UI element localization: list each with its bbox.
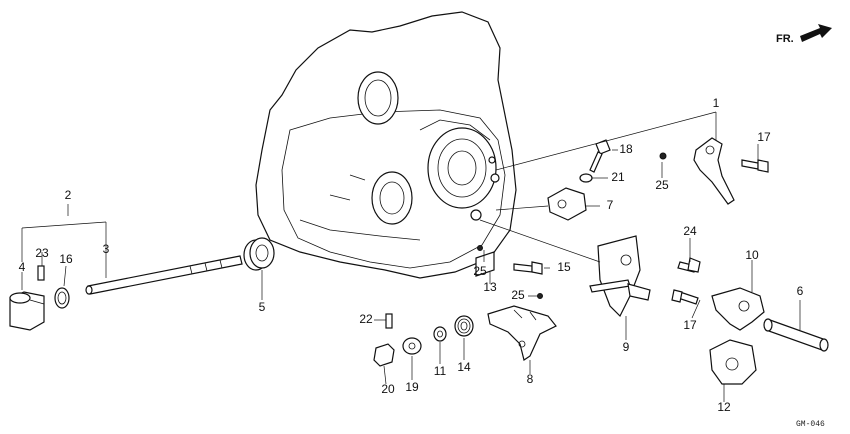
- part-14-spring: [454, 315, 474, 337]
- part-9-guide-plate: [589, 235, 651, 318]
- callout-part-16: 16: [59, 252, 73, 266]
- part-25-ball-b: [477, 245, 483, 251]
- callout-part-19: 19: [405, 380, 419, 394]
- callout-part-8: 8: [527, 372, 534, 386]
- callout-part-10: 10: [745, 248, 759, 262]
- callout-part-18: 18: [619, 142, 633, 156]
- part-7-interlock-bracket: [547, 187, 587, 221]
- part-5-oil-seal: [243, 237, 275, 271]
- callout-part-3: 3: [103, 242, 110, 256]
- part-25-ball-a: [659, 152, 667, 160]
- callout-part-22: 22: [359, 312, 373, 326]
- callout-part-25c: 25: [511, 288, 525, 302]
- callout-part-15: 15: [557, 260, 571, 274]
- part-18-bolt: [589, 139, 611, 173]
- part-13-spring: [475, 251, 495, 277]
- part-24-bolt: [677, 257, 701, 273]
- callout-part-25b: 25: [473, 264, 487, 278]
- part-11-washer: [433, 326, 447, 342]
- part-17-bolt-a: [741, 159, 769, 173]
- front-direction-label: FR.: [776, 33, 794, 45]
- callout-part-14: 14: [457, 360, 471, 374]
- part-15-bolt: [513, 261, 543, 275]
- front-direction-arrow-icon: [800, 24, 832, 42]
- part-23-spring-pin: [37, 265, 45, 281]
- callout-part-21: 21: [611, 170, 625, 184]
- front-direction-indicator: FR.: [776, 24, 832, 45]
- callout-part-17b: 17: [683, 318, 697, 332]
- part-4-shift-selector: [9, 291, 45, 331]
- part-21-washer: [579, 173, 593, 183]
- diagram-code: GM-046: [796, 420, 825, 429]
- part-19-washer: [402, 337, 422, 355]
- transmission-housing: [255, 11, 517, 279]
- part-20-nut: [373, 343, 395, 367]
- part-25-ball-c: [537, 293, 543, 299]
- callout-part-7: 7: [607, 198, 614, 212]
- callout-part-17a: 17: [757, 130, 771, 144]
- callout-part-5: 5: [259, 300, 266, 314]
- callout-part-2: 2: [65, 188, 72, 202]
- part-22-spring-pin: [385, 313, 393, 329]
- part-8-select-lever: [487, 305, 557, 361]
- part-10-select-arm: [711, 287, 765, 331]
- part-17-bolt-b: [671, 289, 699, 305]
- part-16-collar: [54, 287, 70, 309]
- callout-part-23: 23: [35, 246, 49, 260]
- callout-labels: 1 2 3 4 5 6 7 8 9 10 11 12 13 14 15 16 1…: [19, 96, 804, 414]
- callout-part-1: 1: [713, 96, 720, 110]
- callout-part-24: 24: [683, 224, 697, 238]
- callout-part-4: 4: [19, 260, 26, 274]
- part-12-holder: [709, 339, 757, 385]
- callout-part-25a: 25: [655, 178, 669, 192]
- part-3-shift-rod: [85, 255, 243, 295]
- callout-part-11: 11: [434, 364, 447, 378]
- part-1-shift-lever: [693, 137, 735, 205]
- callout-part-13: 13: [483, 280, 497, 294]
- part-6-shaft-pin: [763, 318, 829, 352]
- leader-lines: [21, 111, 801, 402]
- callout-part-6: 6: [797, 284, 804, 298]
- callout-part-9: 9: [623, 340, 630, 354]
- callout-part-12: 12: [717, 400, 731, 414]
- callout-part-20: 20: [381, 382, 395, 396]
